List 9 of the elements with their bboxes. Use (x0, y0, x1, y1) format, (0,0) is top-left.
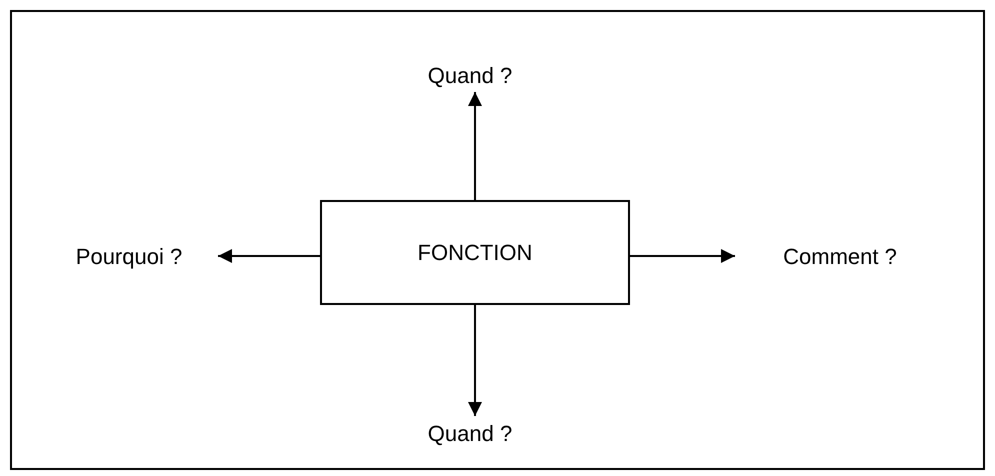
question-label: Comment ? (735, 240, 945, 272)
process-box: FONCTION (320, 200, 630, 305)
arrow (630, 249, 735, 263)
question-label: Quand ? (400, 416, 540, 450)
question-label: Quand ? (400, 58, 540, 92)
arrow (468, 305, 482, 416)
arrow (468, 92, 482, 200)
arrow (218, 249, 320, 263)
question-label: Pourquoi ? (40, 240, 218, 272)
